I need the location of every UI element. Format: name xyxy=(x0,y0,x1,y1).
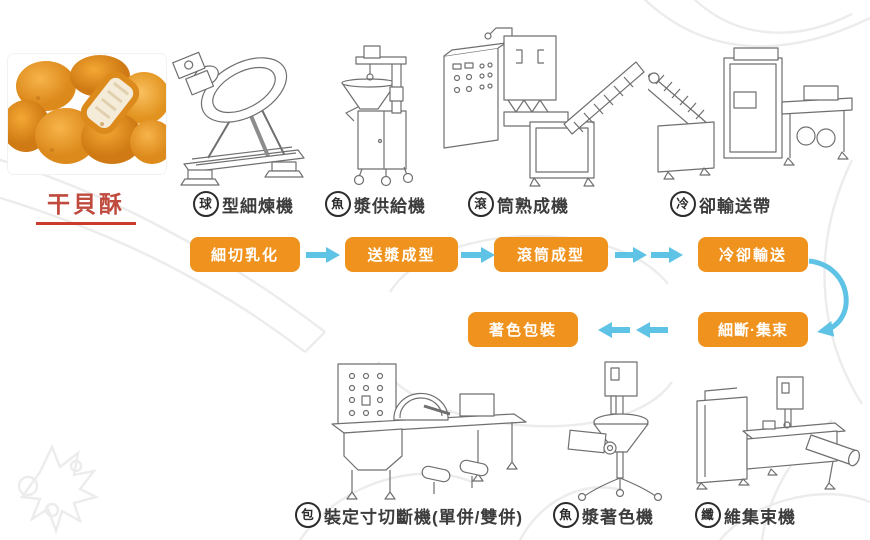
seal-badge-icon: 包 xyxy=(295,502,321,528)
arrow-left-icon xyxy=(598,322,630,338)
flow-step-cooling-transport: 冷卻輸送 xyxy=(698,237,808,272)
flow-step-cut-bundle: 細斷·集束 xyxy=(698,312,808,347)
flow-step-paste-forming: 送漿成型 xyxy=(345,237,458,272)
machine-illustration-coloring-machine xyxy=(563,358,675,501)
product-photo-scallop-crisps xyxy=(8,54,166,174)
machine-label-text: 漿供給機 xyxy=(354,196,426,216)
machine-illustration-ball-refiner xyxy=(172,38,317,188)
machine-label-text: 漿著色機 xyxy=(582,507,654,527)
seal-badge-icon: 魚 xyxy=(553,502,579,528)
flow-step-fine-cut-emulsify: 細切乳化 xyxy=(190,237,300,272)
seal-badge-icon: 魚 xyxy=(325,191,351,217)
machine-illustration-fiber-bundling xyxy=(685,375,870,503)
arrow-left-icon xyxy=(636,322,668,338)
machine-label-text: 裝定寸切斷機(單併/雙併) xyxy=(324,507,524,527)
arrow-right-icon xyxy=(615,247,647,263)
machine-illustration-paste-supply xyxy=(328,45,436,187)
machine-label-text: 維集束機 xyxy=(724,507,796,527)
machine-label-ball-refiner: 球 型細煉機 xyxy=(193,191,294,217)
machine-label-text: 筒熟成機 xyxy=(497,196,569,216)
product-title: 干貝酥 xyxy=(36,185,136,225)
machine-label-fiber-bundling: 纖 維集束機 xyxy=(695,502,796,528)
machine-label-coloring-machine: 魚 漿著色機 xyxy=(553,502,654,528)
arrow-right-icon xyxy=(461,247,495,263)
machine-label-paste-supply: 魚 漿供給機 xyxy=(325,191,426,217)
arrow-right-icon xyxy=(651,247,683,263)
flow-step-roller-forming: 滾筒成型 xyxy=(494,237,608,272)
machine-label-text: 卻輸送帶 xyxy=(699,196,771,216)
seal-badge-icon: 球 xyxy=(193,191,219,217)
machine-illustration-cutting-machine xyxy=(328,358,528,501)
machine-label-cutting-machine: 包 裝定寸切斷機(單併/雙併) xyxy=(295,502,523,528)
seal-badge-icon: 滾 xyxy=(468,191,494,217)
machine-illustration-roller-curing xyxy=(438,20,648,192)
machine-illustration-cooling-conveyor xyxy=(648,40,866,188)
arrow-right-icon xyxy=(306,247,340,263)
machine-label-roller-curing: 滾 筒熟成機 xyxy=(468,191,569,217)
machine-label-text: 型細煉機 xyxy=(222,196,294,216)
fried-nuggets-image xyxy=(8,54,166,174)
machine-label-cooling-belt: 冷 卻輸送帶 xyxy=(670,191,771,217)
flow-step-coloring-packing: 著色包裝 xyxy=(468,312,578,347)
seal-badge-icon: 冷 xyxy=(670,191,696,217)
seal-badge-icon: 纖 xyxy=(695,502,721,528)
